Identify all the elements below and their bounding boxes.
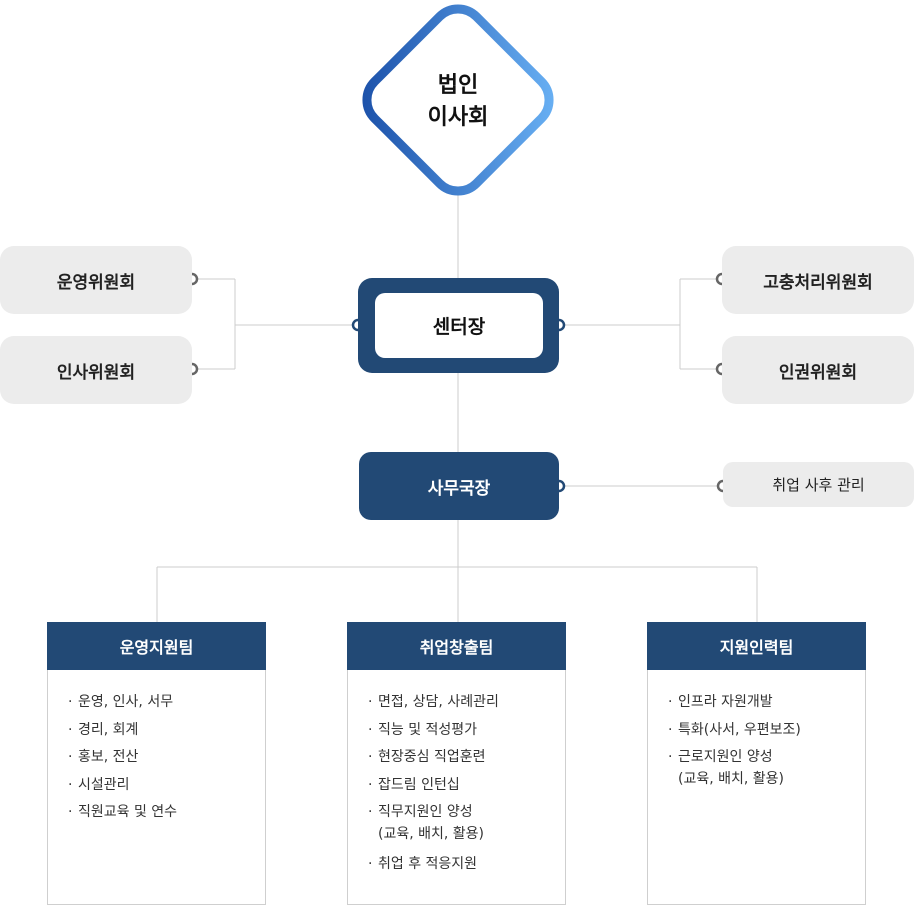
committee-operations: 운영위원회 [0,246,192,314]
team-task: ·특화(사서, 우편보조) [668,721,801,738]
team-task: ·직원교육 및 연수 [68,804,178,820]
team-task: ·근로지원인 양성 [668,749,773,765]
secretary-label: 사무국장 [427,478,491,499]
team-title: 취업창출팀 [347,622,566,670]
secretary-box: 사무국장 [359,452,559,520]
director-box: 센터장 [358,278,559,373]
after-care-box: 취업 사후 관리 [723,462,914,507]
team-job-creation: 취업창출팀 ·면접, 상담, 사례관리 ·직능 및 적성평가 ·현장중심 직업훈… [347,622,566,905]
after-care-label: 취업 사후 관리 [772,476,865,494]
committee-personnel-label: 인사위원회 [56,362,136,383]
committee-grievance-label: 고충처리위원회 [763,272,873,293]
team-title: 지원인력팀 [647,622,866,670]
board-label: 법인 이사회 [398,70,518,134]
team-title: 운영지원팀 [47,622,266,670]
board-diamond [362,4,554,196]
team-support-personnel: 지원인력팀 ·인프라 자원개발 ·특화(사서, 우편보조) ·근로지원인 양성 … [647,622,866,905]
team-task: ·인프라 자원개발 [668,694,773,710]
team-task: ·직능 및 적성평가 [368,721,478,738]
team-task: ·운영, 인사, 서무 [68,694,174,710]
committee-human-rights: 인권위원회 [722,336,914,404]
team-task: ·직무지원인 양성 [368,804,473,820]
committee-human-rights-label: 인권위원회 [778,362,858,383]
team-task: ·시설관리 [68,776,130,793]
team-operations-support: 운영지원팀 ·운영, 인사, 서무 ·경리, 회계 ·홍보, 전산 ·시설관리 … [47,622,266,905]
committee-personnel: 인사위원회 [0,336,192,404]
team-task: ·잡드림 인턴십 [368,776,460,793]
team-task: ·면접, 상담, 사례관리 [368,694,499,710]
team-task: ·경리, 회계 [68,721,139,738]
team-task-continued: (교육, 배치, 활용) [678,771,785,787]
board-label-line2: 이사회 [427,105,489,130]
team-task: ·취업 후 적응지원 [368,856,478,872]
director-label: 센터장 [375,293,543,358]
board-label-line1: 법인 [437,73,479,98]
committee-grievance: 고충처리위원회 [722,246,914,314]
team-task-continued: (교육, 배치, 활용) [378,826,485,842]
team-task-list: ·운영, 인사, 서무 ·경리, 회계 ·홍보, 전산 ·시설관리 ·직원교육 … [48,670,265,821]
team-task: ·현장중심 직업훈련 [368,749,486,765]
committee-operations-label: 운영위원회 [56,272,136,293]
team-task-list: ·인프라 자원개발 ·특화(사서, 우편보조) ·근로지원인 양성 (교육, 배… [648,670,865,788]
team-task-list: ·면접, 상담, 사례관리 ·직능 및 적성평가 ·현장중심 직업훈련 ·잡드림… [348,670,565,873]
team-task: ·홍보, 전산 [68,749,139,765]
